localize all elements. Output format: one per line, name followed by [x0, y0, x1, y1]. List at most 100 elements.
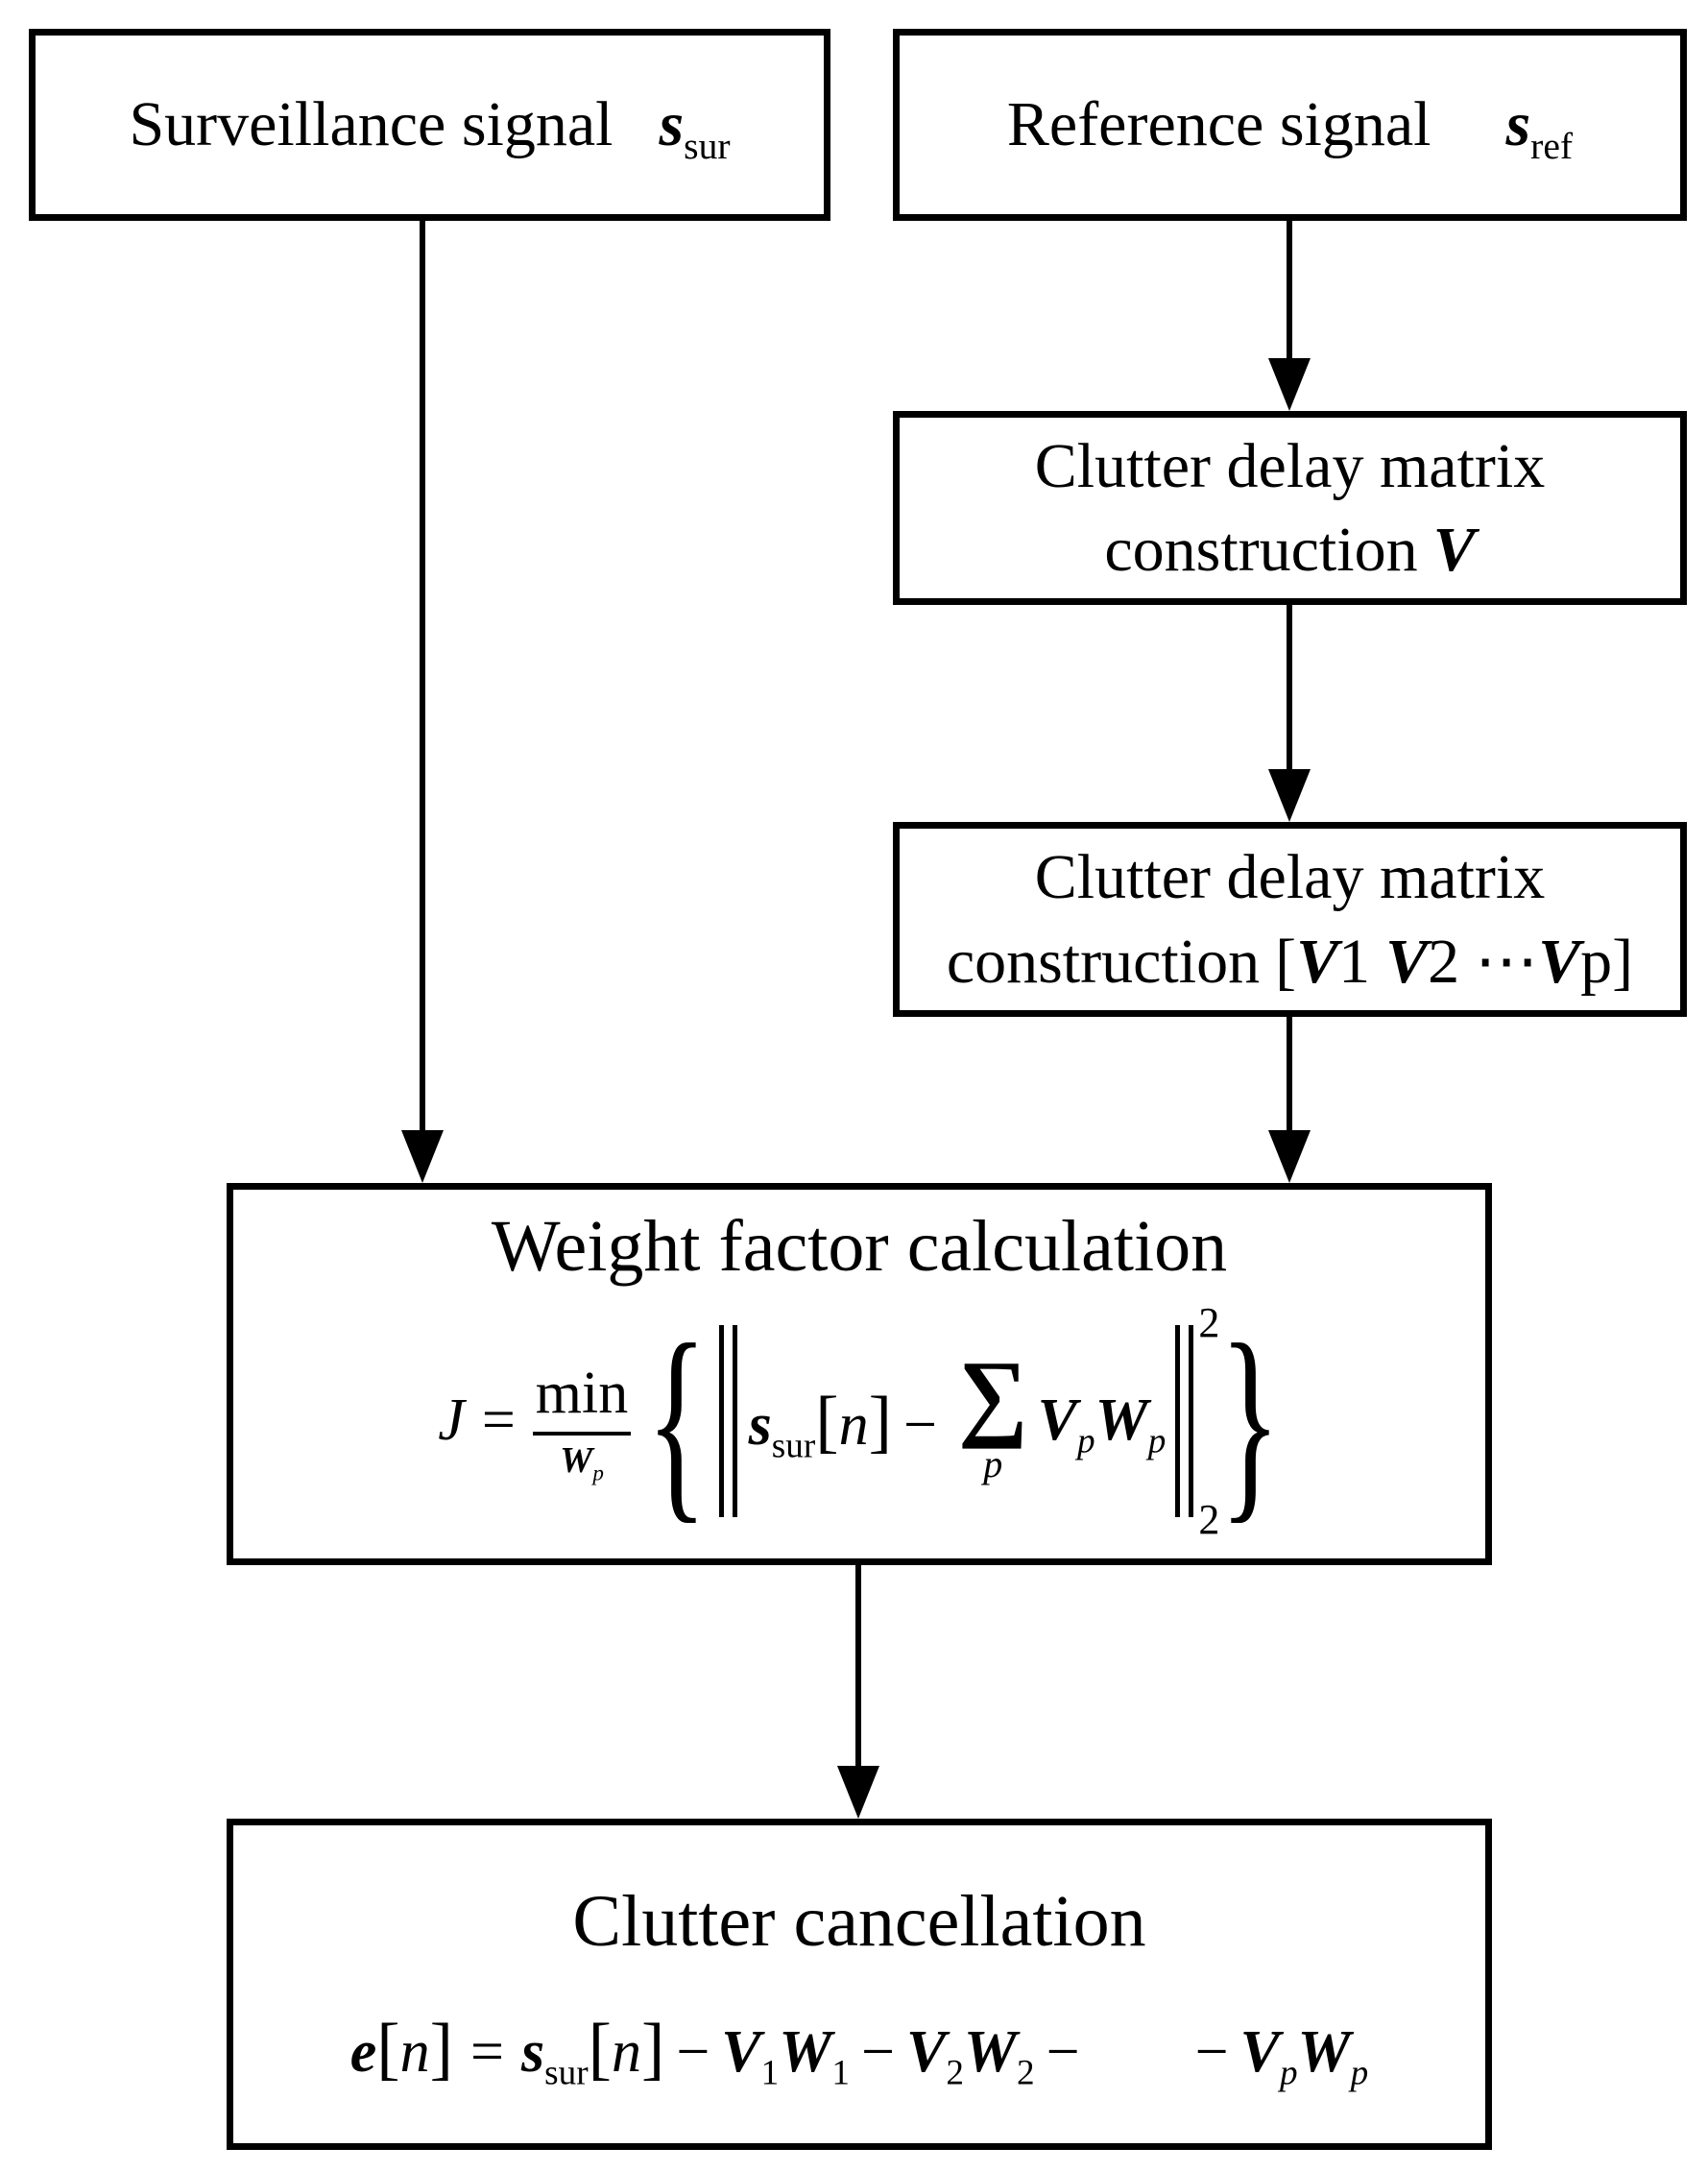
arrow-line-reference-to-delay-v: [1287, 221, 1292, 358]
var-Vp: V: [1239, 2019, 1280, 2085]
arrow-head-delay-vp-to-weight: [1268, 1130, 1311, 1183]
var-s: s: [520, 2019, 545, 2085]
bracket-open: [: [815, 1381, 839, 1460]
var-n: n: [611, 2019, 641, 2085]
box-reference-signal: Reference signal sref: [893, 29, 1687, 221]
s-sur-of-n: ssur[n]−: [748, 1381, 949, 1463]
reference-symbol: sref: [1505, 88, 1573, 165]
index-1: 1: [1338, 926, 1371, 997]
arrow-line-weight-to-cancel: [855, 1565, 861, 1766]
min-word: min: [532, 1360, 632, 1436]
construction-text: construction: [946, 926, 1261, 997]
arrow-head-surveillance-to-weight: [401, 1130, 444, 1183]
right-brace: }: [1219, 1298, 1281, 1542]
var-W: W: [560, 1440, 593, 1481]
var-W: W: [1095, 1388, 1148, 1453]
norm-bar: [1189, 1324, 1194, 1517]
var-s: s: [748, 1391, 772, 1458]
subscript-2: 2: [1198, 1495, 1220, 1543]
bracket-close: ]: [429, 2009, 454, 2087]
sum-index-p: p: [983, 1442, 1003, 1486]
var-n: n: [399, 2019, 430, 2085]
sub-sur: sur: [771, 1425, 816, 1465]
norm-double-bar-left-icon: [718, 1324, 737, 1517]
sub-sur: sur: [544, 2053, 589, 2093]
sub-p: p: [1279, 2053, 1298, 2093]
surveillance-symbol: ssur: [659, 88, 730, 165]
delay-vp-line1: Clutter delay matrix: [1034, 842, 1546, 913]
index-2: 2: [1428, 926, 1460, 997]
bracket-close: ]: [1612, 926, 1634, 997]
var-J: J: [438, 1388, 465, 1453]
sigma-symbol: ∑: [957, 1340, 1028, 1450]
box-surveillance-signal: Surveillance signal ssur: [29, 29, 830, 221]
cancel-formula: e[n]=ssur[n]−V1W1−V2W2−−VpWp: [349, 2008, 1369, 2090]
norm-double-bar-right-icon: [1175, 1324, 1194, 1517]
var-e: e: [349, 2019, 377, 2085]
var-V2: V: [905, 2019, 947, 2085]
symbol-s-subscript: ref: [1530, 125, 1574, 168]
norm-bar: [732, 1324, 737, 1517]
minus-sign: −: [1194, 2019, 1229, 2085]
min-subscript: Wp: [560, 1439, 604, 1485]
bracket-open: [: [376, 2009, 400, 2087]
box-weight-factor-calculation: Weight factor calculation J = min Wp { s…: [227, 1183, 1492, 1565]
equals-sign: =: [470, 2019, 504, 2085]
symbol-v2: V: [1385, 926, 1429, 997]
arrow-head-weight-to-cancel: [837, 1766, 879, 1819]
bracket-open: [: [1275, 926, 1297, 997]
construction-text: construction: [1104, 515, 1418, 585]
var-V: V: [1037, 1388, 1077, 1453]
sub-2: 2: [946, 2053, 964, 2093]
ellipsis-dots: ⋯: [1475, 926, 1539, 997]
bracket-close: ]: [640, 2009, 665, 2087]
bracket-open: [: [588, 2009, 612, 2087]
surveillance-label: Surveillance signal: [129, 89, 613, 159]
sub-p: p: [1350, 2053, 1369, 2093]
sub-p: p: [1077, 1421, 1095, 1461]
superscript-2: 2: [1198, 1298, 1220, 1346]
arrow-head-reference-to-delay-v: [1268, 358, 1311, 411]
minus-sign: −: [676, 2019, 710, 2085]
equals-sign: =: [481, 1388, 516, 1453]
sub-1: 1: [760, 2053, 780, 2093]
symbol-v: V: [1432, 515, 1476, 585]
minus-sign: −: [1046, 2019, 1080, 2085]
delay-v-line1: Clutter delay matrix: [1034, 430, 1546, 501]
bracket-close: ]: [868, 1381, 892, 1460]
symbol-v1: V: [1296, 926, 1339, 997]
index-p: p: [1580, 926, 1613, 997]
summation-operator: ∑ p: [957, 1340, 1028, 1487]
var-n: n: [838, 1391, 869, 1458]
var-V1: V: [721, 2019, 761, 2085]
arrow-line-surveillance-to-weight: [420, 221, 425, 1132]
symbol-s-subscript: sur: [684, 125, 731, 168]
sub-1: 1: [831, 2053, 850, 2093]
sub-2: 2: [1017, 2053, 1035, 2093]
arrow-line-delay-vp-to-weight: [1287, 1017, 1292, 1130]
symbol-vp: V: [1538, 926, 1581, 997]
arrow-head-delay-v-to-delay-vp: [1268, 769, 1311, 822]
var-W1: W: [779, 2019, 832, 2085]
norm-bar: [718, 1324, 724, 1517]
var-Wp: W: [1297, 2019, 1351, 2085]
cancel-title: Clutter cancellation: [572, 1881, 1146, 1962]
symbol-s: s: [659, 89, 685, 159]
minus-sign: −: [902, 1391, 937, 1458]
weight-title: Weight factor calculation: [491, 1205, 1228, 1287]
norm-bar: [1175, 1324, 1181, 1517]
sub-p: p: [1147, 1421, 1167, 1461]
vp-wp-term: VpWp: [1037, 1387, 1167, 1459]
reference-label: Reference signal: [1006, 89, 1431, 159]
sub-p: p: [592, 1460, 604, 1485]
min-operator: min Wp: [532, 1360, 632, 1485]
box-clutter-cancellation: Clutter cancellation e[n]=ssur[n]−V1W1−V…: [227, 1819, 1492, 2150]
minus-sign: −: [860, 2019, 895, 2085]
